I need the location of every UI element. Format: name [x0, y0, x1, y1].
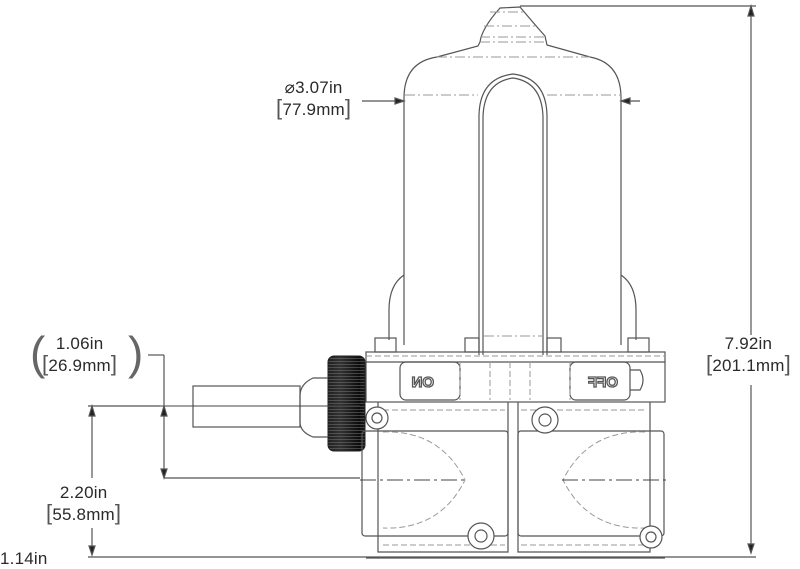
diameter-dimension: ⌀3.07in [77.9mm] — [276, 78, 352, 120]
dimension-lines — [88, 3, 756, 558]
bolt-icon — [639, 525, 663, 549]
bolts — [365, 406, 663, 550]
valve-block-hidden — [366, 355, 665, 400]
bolt-icon — [467, 522, 495, 550]
reference-paren-right: ) — [128, 327, 144, 379]
diameter-inches: 3.07in — [295, 78, 343, 97]
height-dimension: 7.92in [201.1mm] — [706, 334, 791, 376]
height-inches: 7.92in — [724, 334, 773, 353]
port-height-dimension: 2.20in [55.8mm] — [46, 483, 122, 525]
side-brackets — [374, 274, 650, 353]
port-height-inches: 2.20in — [59, 483, 108, 502]
canister-hidden-lines — [405, 11, 620, 337]
offset-mm: 26.9mm — [48, 356, 111, 375]
offset-dimension: 1.06in [26.9mm] — [42, 334, 118, 376]
canister — [403, 6, 622, 355]
partial-dimension: 1.14in — [0, 549, 48, 569]
partial-inches: 1.14in — [0, 549, 48, 568]
valve-block — [365, 351, 666, 403]
svg-text:OFF: OFF — [588, 374, 618, 391]
reference-paren-left: ( — [30, 327, 46, 379]
diameter-symbol: ⌀ — [284, 78, 296, 97]
diameter-mm: 77.9mm — [282, 100, 345, 119]
off-label: OFF — [587, 373, 618, 391]
port-height-mm: 55.8mm — [52, 505, 115, 524]
bolt-icon — [365, 406, 389, 430]
offset-inches: 1.06in — [55, 334, 104, 353]
on-label: ON — [411, 373, 435, 391]
lower-housing-hidden — [382, 409, 646, 546]
outlet-port — [192, 377, 328, 438]
bolt-icon — [531, 406, 559, 434]
svg-text:ON: ON — [412, 374, 435, 391]
height-mm: 201.1mm — [712, 356, 785, 375]
lower-housing — [361, 402, 665, 559]
knurled-knob — [327, 355, 366, 452]
